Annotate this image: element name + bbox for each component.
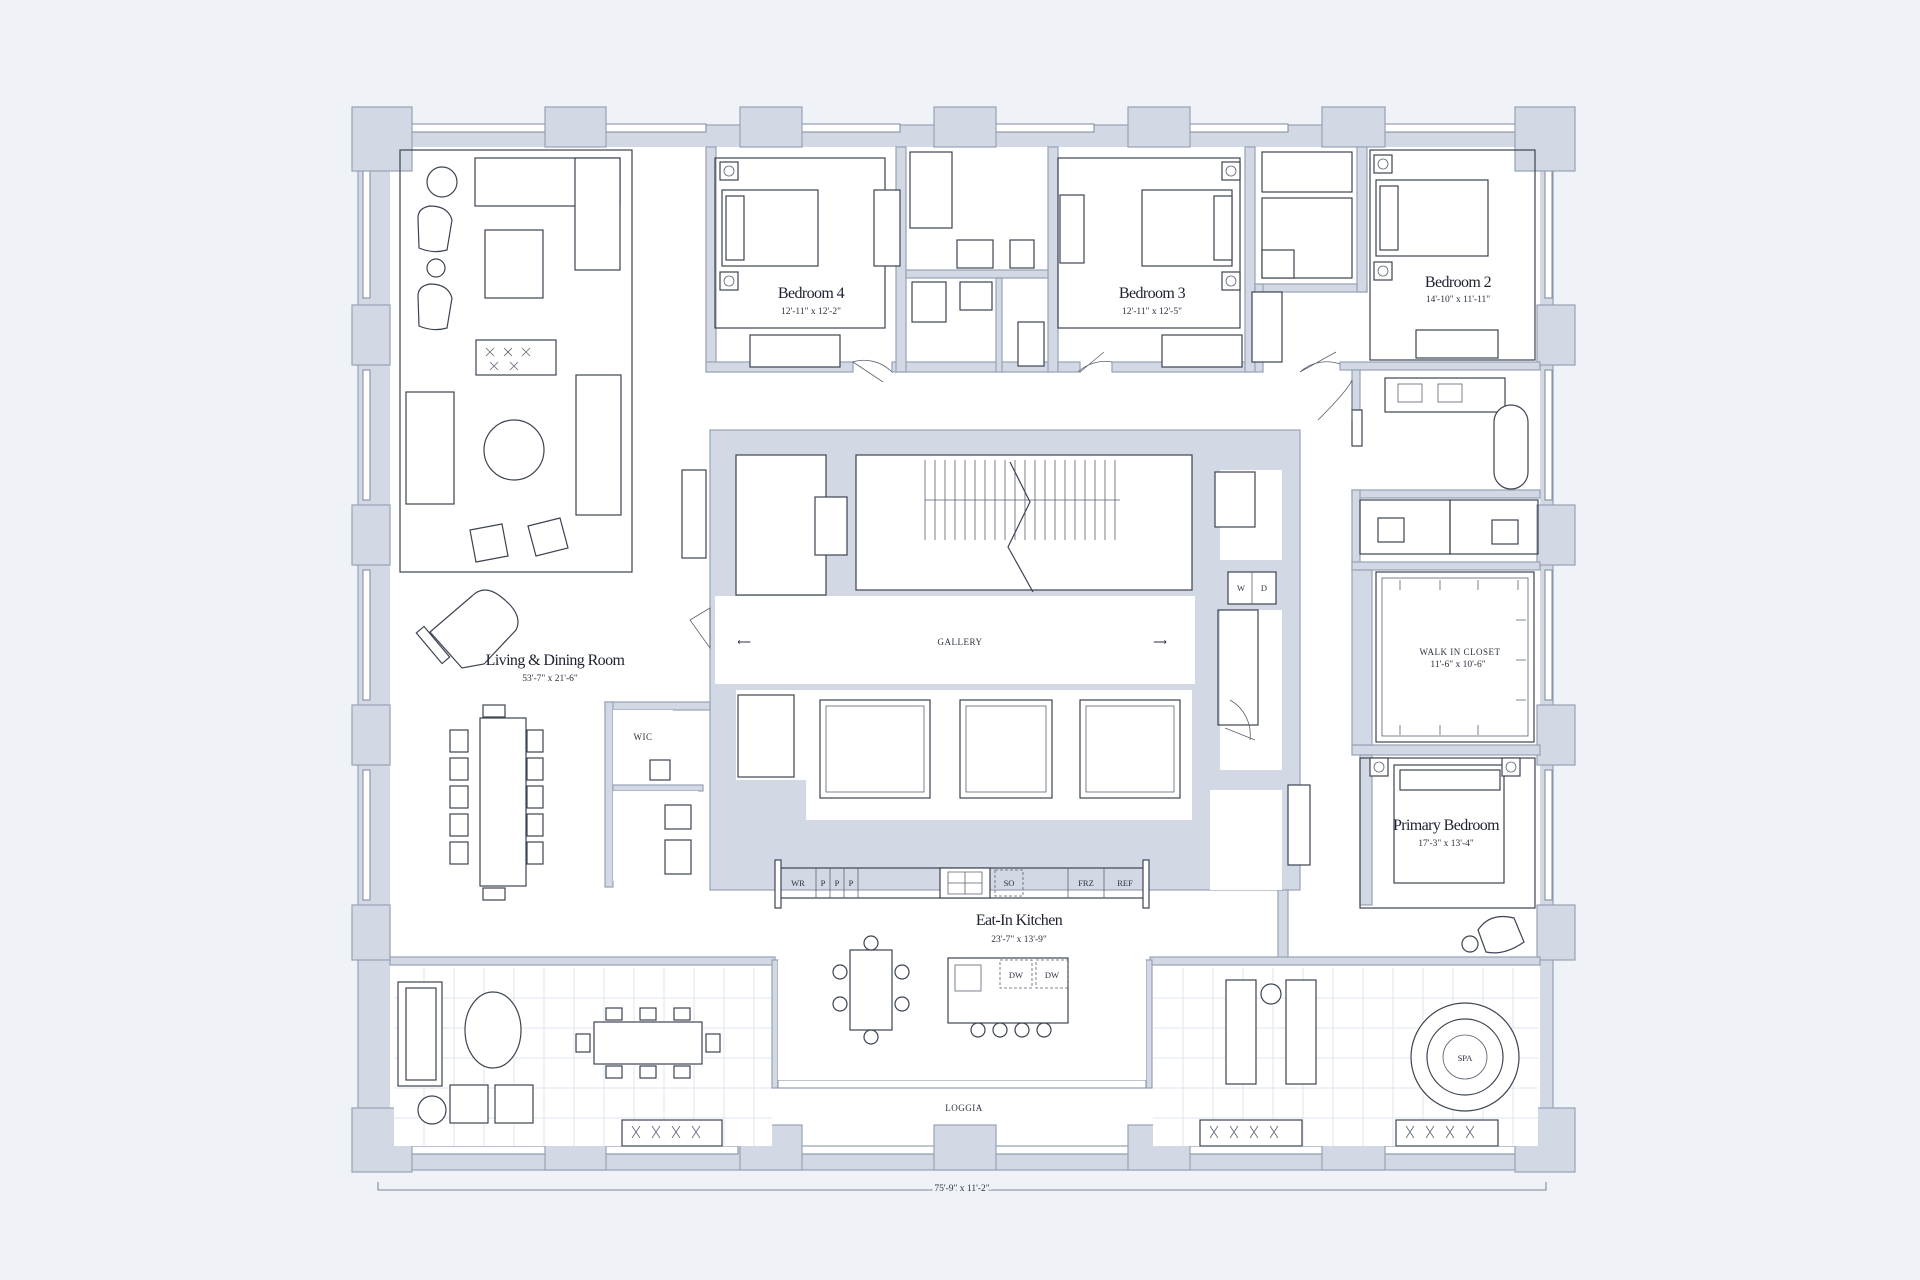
dishwasher-label-1: DW (1009, 970, 1023, 980)
loggia-furniture (397, 979, 1520, 1147)
kitchen-name: Eat-In Kitchen (976, 912, 1063, 929)
bedroom-3-dim: 12'-11" x 12'-5" (1122, 307, 1182, 317)
shared-baths (909, 151, 1085, 367)
bedroom-2-name: Bedroom 2 (1425, 274, 1492, 291)
living-furniture (399, 149, 707, 901)
overall-dimension: 75'-9" x 11'-2" (934, 1184, 989, 1194)
gallery-arrow-right: ⟶ (1153, 638, 1167, 648)
spa-label: SPA (1458, 1053, 1474, 1063)
bedroom-4-dim: 12'-11" x 12'-2" (781, 307, 841, 317)
structural-piers (351, 106, 1576, 1173)
speed-oven-label: SO (1004, 878, 1015, 888)
kitchen-bay (771, 959, 1153, 1089)
washer-label: W (1237, 583, 1245, 593)
walk-in-closet-dim: 11'-6" x 10'-6" (1430, 660, 1485, 670)
living-room-name: Living & Dining Room (486, 652, 626, 669)
walk-in-closet-furniture (1375, 571, 1535, 743)
pantry-label-3: P (849, 878, 854, 888)
bedroom-2-dim: 14'-10" x 11'-11" (1426, 295, 1490, 305)
bedroom-2-furniture (1251, 149, 1536, 363)
powder-room (649, 759, 692, 875)
primary-bedroom-dim: 17'-3" x 13'-4" (1418, 839, 1474, 849)
wine-refrigerator-label: WR (791, 878, 805, 888)
living-room-dim: 53'-7" x 21'-6" (522, 674, 578, 684)
dishwasher-label-2: DW (1045, 970, 1059, 980)
dryer-label: D (1261, 583, 1267, 593)
primary-bedroom-furniture (1214, 471, 1536, 954)
primary-bedroom-name: Primary Bedroom (1393, 817, 1500, 834)
bedroom-4-furniture (714, 157, 901, 368)
door-swings (689, 351, 1353, 741)
overall-dimension-line (377, 1182, 1547, 1191)
kitchen-island (947, 957, 1069, 1038)
kitchen-table (832, 935, 910, 1045)
room-labels: Living & Dining Room 53'-7" x 21'-6" Bed… (486, 274, 1501, 1197)
bedroom-4-name: Bedroom 4 (778, 285, 845, 302)
bedroom-3-name: Bedroom 3 (1119, 285, 1186, 302)
loggia-label: LOGGIA (945, 1103, 983, 1113)
walk-in-closet-name: WALK IN CLOSET (1420, 647, 1501, 657)
pantry-label-1: P (821, 878, 826, 888)
pantry-label-2: P (835, 878, 840, 888)
kitchen-dim: 23'-7" x 13'-9" (991, 935, 1047, 945)
freezer-label: FRZ (1078, 878, 1094, 888)
wic-label: WIC (634, 732, 653, 742)
primary-bath (1351, 377, 1539, 555)
kitchen-counter (774, 859, 1150, 909)
core-stairs-elevators (735, 454, 1277, 799)
gallery-arrow-left: ⟵ (737, 638, 751, 648)
refrigerator-label: REF (1117, 878, 1133, 888)
bedroom-3-furniture (1057, 157, 1243, 368)
gallery-label: GALLERY (938, 637, 983, 647)
